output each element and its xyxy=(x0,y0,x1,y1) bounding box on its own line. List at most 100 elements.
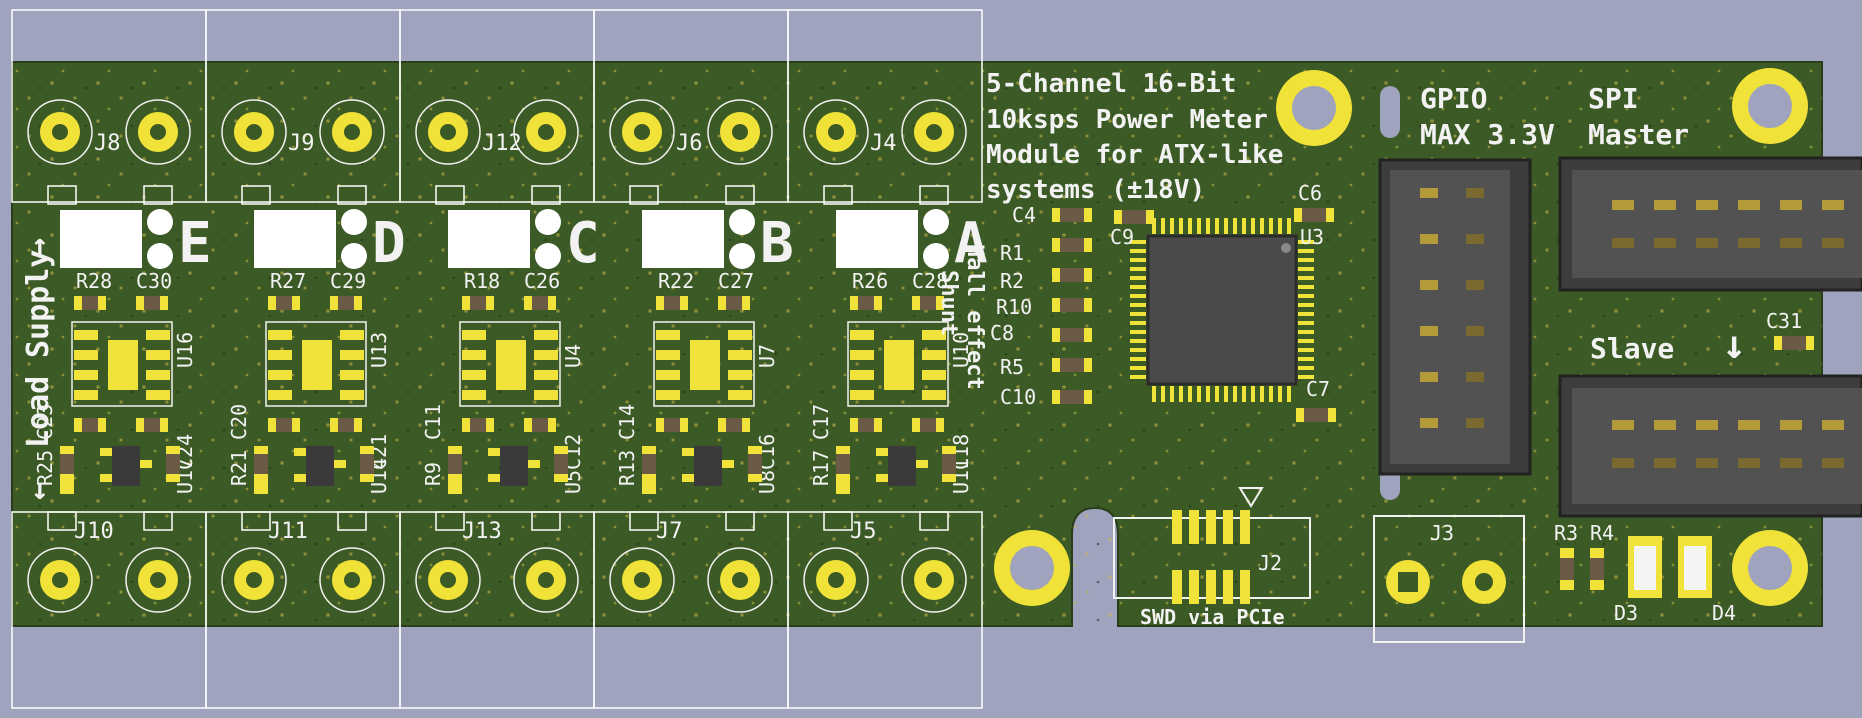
spi-master-label: Master xyxy=(1588,118,1689,151)
status-led-parts xyxy=(1560,536,1712,598)
label-u-main: U16 xyxy=(173,332,197,368)
label-top-connector: J6 xyxy=(676,131,703,156)
label-j2: J2 xyxy=(1258,551,1282,575)
label-c-left: C14 xyxy=(615,404,639,440)
label-c-top: C26 xyxy=(524,269,560,293)
label-r-top: R27 xyxy=(270,269,306,293)
label-u-main: U13 xyxy=(367,332,391,368)
power-connector-j3: J3 xyxy=(1373,515,1525,643)
label-j3: J3 xyxy=(1430,521,1454,545)
label-c-left: C23 xyxy=(33,404,57,440)
label-r-bottom: R25 xyxy=(33,450,57,486)
channel-label-box xyxy=(254,210,336,268)
board-title: 5-Channel 16-Bit 10ksps Power Meter Modu… xyxy=(986,69,1283,205)
small-ic xyxy=(888,446,916,486)
title-line-1: 5-Channel 16-Bit xyxy=(986,69,1236,99)
label-bottom-connector: J7 xyxy=(656,519,683,544)
label-r2: R2 xyxy=(1000,269,1024,293)
label-bottom-connector: J10 xyxy=(74,519,114,544)
small-ic xyxy=(500,446,528,486)
spi-slave-label: Slave xyxy=(1590,332,1674,365)
mcu-passive-parts xyxy=(1052,208,1814,422)
small-ic xyxy=(694,446,722,486)
label-r-bottom: R17 xyxy=(809,450,833,486)
small-ic xyxy=(306,446,334,486)
board-slot xyxy=(1380,86,1400,138)
arrow-down-label: ← xyxy=(21,482,56,500)
label-r-bottom: R9 xyxy=(421,462,445,486)
mounting-holes xyxy=(994,68,1808,606)
shunt-label: Shunt xyxy=(936,270,961,336)
current-sense-ic xyxy=(459,321,561,407)
hall-shunt-labels: Hall effect Shunt xyxy=(936,244,987,390)
label-r-top: R18 xyxy=(464,269,500,293)
label-d4: D4 xyxy=(1712,601,1736,625)
label-c-left: C17 xyxy=(809,404,833,440)
spi-label: SPI xyxy=(1588,82,1639,115)
channel-letter: E xyxy=(178,211,212,276)
label-r-top: R22 xyxy=(658,269,694,293)
current-sense-ic xyxy=(653,321,755,407)
spi-slave-header xyxy=(1558,374,1862,518)
label-c-top: C29 xyxy=(330,269,366,293)
label-c-top: C27 xyxy=(718,269,754,293)
gpio-header xyxy=(1378,158,1532,476)
label-u-main: U7 xyxy=(755,344,779,368)
mcu-u3 xyxy=(1122,210,1322,410)
label-u-main: U10 xyxy=(949,332,973,368)
swd-connector-j2: J2 SWD via PCIe xyxy=(1113,487,1311,629)
label-c31: C31 xyxy=(1766,309,1802,333)
label-c6: C6 xyxy=(1298,181,1322,205)
supply-label: Supply xyxy=(21,250,56,358)
spi-master-header xyxy=(1558,156,1862,292)
label-c-top: C30 xyxy=(136,269,172,293)
gpio-voltage-label: MAX 3.3V xyxy=(1420,118,1555,151)
current-sense-ic xyxy=(847,321,949,407)
arrow-up-label: → xyxy=(21,238,56,256)
channel-label-box xyxy=(836,210,918,268)
title-line-4: systems (±18V) xyxy=(986,175,1205,205)
label-c4: C4 xyxy=(1012,203,1036,227)
label-r10: R10 xyxy=(996,295,1032,319)
channel-label-box xyxy=(60,210,142,268)
label-r3: R3 xyxy=(1554,521,1578,545)
label-c8: C8 xyxy=(990,321,1014,345)
label-u3: U3 xyxy=(1300,225,1324,249)
small-ic xyxy=(112,446,140,486)
label-r1: R1 xyxy=(1000,241,1024,265)
label-bottom-connector: J5 xyxy=(850,519,877,544)
load-label: Load xyxy=(21,376,56,448)
label-r-top: R28 xyxy=(76,269,112,293)
current-sense-ic xyxy=(71,321,173,407)
label-top-connector: J8 xyxy=(94,131,121,156)
label-top-connector: J9 xyxy=(288,131,315,156)
label-c10: C10 xyxy=(1000,385,1036,409)
terminal-outline-top xyxy=(787,9,983,203)
channel-letter: A xyxy=(954,211,988,276)
label-bottom-connector: J13 xyxy=(462,519,502,544)
current-sense-ic xyxy=(265,321,367,407)
title-line-2: 10ksps Power Meter xyxy=(986,105,1268,135)
channel-letter: B xyxy=(760,211,794,276)
connector-outlines xyxy=(11,9,983,709)
channel-label-box xyxy=(642,210,724,268)
header-labels: GPIO MAX 3.3V SPI Master Slave ↓ xyxy=(1420,82,1746,368)
label-c-top: C28 xyxy=(912,269,948,293)
channel-label-box xyxy=(448,210,530,268)
swd-label: SWD via PCIe xyxy=(1140,605,1285,629)
load-supply-labels: Load Supply ← → xyxy=(21,238,56,500)
label-d3: D3 xyxy=(1614,601,1638,625)
label-c-left: C20 xyxy=(227,404,251,440)
arrow-slave: ↓ xyxy=(1722,322,1746,368)
status-leds: R3 R4 D3 D4 C31 xyxy=(1554,309,1802,625)
label-top-connector: J4 xyxy=(870,131,897,156)
channel-letter: C xyxy=(566,211,600,276)
mcu-passives: C4 R1 R2 R10 C8 R5 C10 C9 C6 U3 C7 xyxy=(990,181,1330,409)
label-r5: R5 xyxy=(1000,355,1024,379)
